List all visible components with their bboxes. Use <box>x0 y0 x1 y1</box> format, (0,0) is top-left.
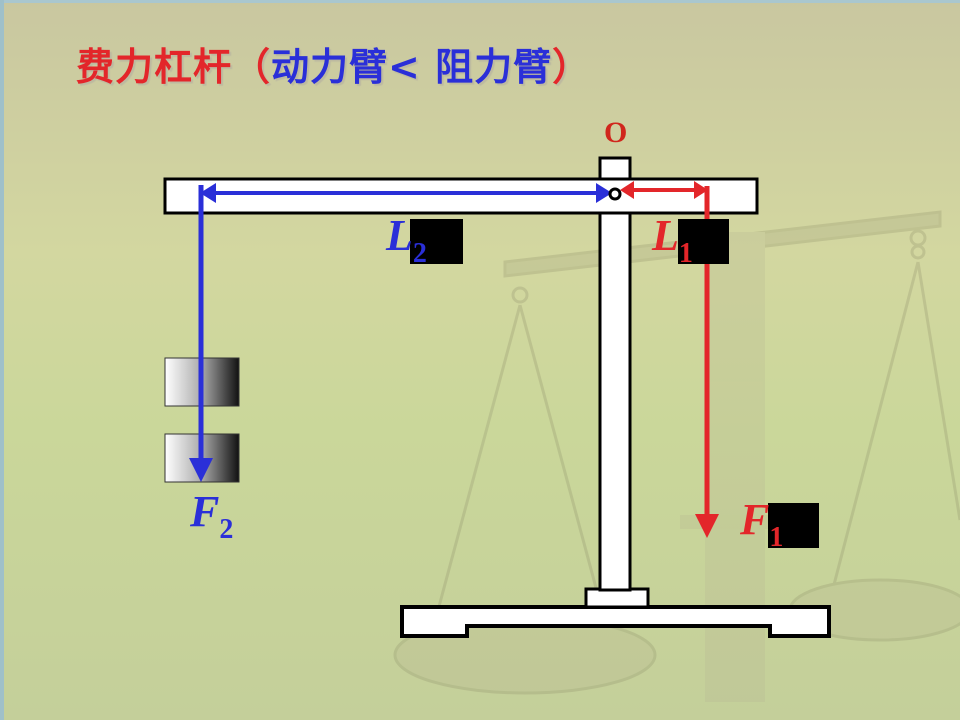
l1-label: L1 <box>652 211 693 270</box>
title-effort-arm: 动力臂 <box>271 45 389 89</box>
stand-foot <box>584 587 650 609</box>
f1-label: F1 <box>740 495 783 554</box>
stand-post <box>598 156 632 592</box>
l1-label-box <box>678 219 729 264</box>
l2-label-sub: 2 <box>412 238 427 269</box>
stand-base <box>400 605 831 638</box>
l1-label-sub: 1 <box>678 238 693 269</box>
pivot-point <box>608 187 622 201</box>
l1-label-main: L <box>652 211 679 260</box>
f1-label-main: F <box>740 495 770 544</box>
l2-arrow-right <box>596 183 612 203</box>
l2-label-box <box>410 219 463 264</box>
f2-label: F2 <box>190 487 233 546</box>
l2-arrow-left <box>200 183 216 203</box>
l2-label: L2 <box>386 211 427 270</box>
title-lever-type: 费力杠杆（ <box>76 45 272 89</box>
f1-arrowhead <box>695 514 719 538</box>
slide-left-edge <box>0 0 4 720</box>
l2-label-main: L <box>386 211 413 260</box>
f2-label-sub: 2 <box>219 514 234 545</box>
lever-beam <box>163 177 759 215</box>
slide-top-edge <box>0 0 960 3</box>
f2-label-main: F <box>190 487 220 536</box>
f1-label-box <box>768 503 819 548</box>
title-close-paren: ） <box>552 45 592 89</box>
slide-title: 费力杠杆（动力臂< 阻力臂） <box>76 36 591 91</box>
title-resistance-arm: 阻力臂 <box>435 45 553 89</box>
l1-arrow-right <box>694 181 708 199</box>
f1-label-sub: 1 <box>769 522 784 553</box>
f2-arrowhead <box>189 458 213 482</box>
l1-arrow-left <box>620 181 634 199</box>
title-less-than: < <box>388 45 436 89</box>
pivot-label: O <box>604 116 628 149</box>
